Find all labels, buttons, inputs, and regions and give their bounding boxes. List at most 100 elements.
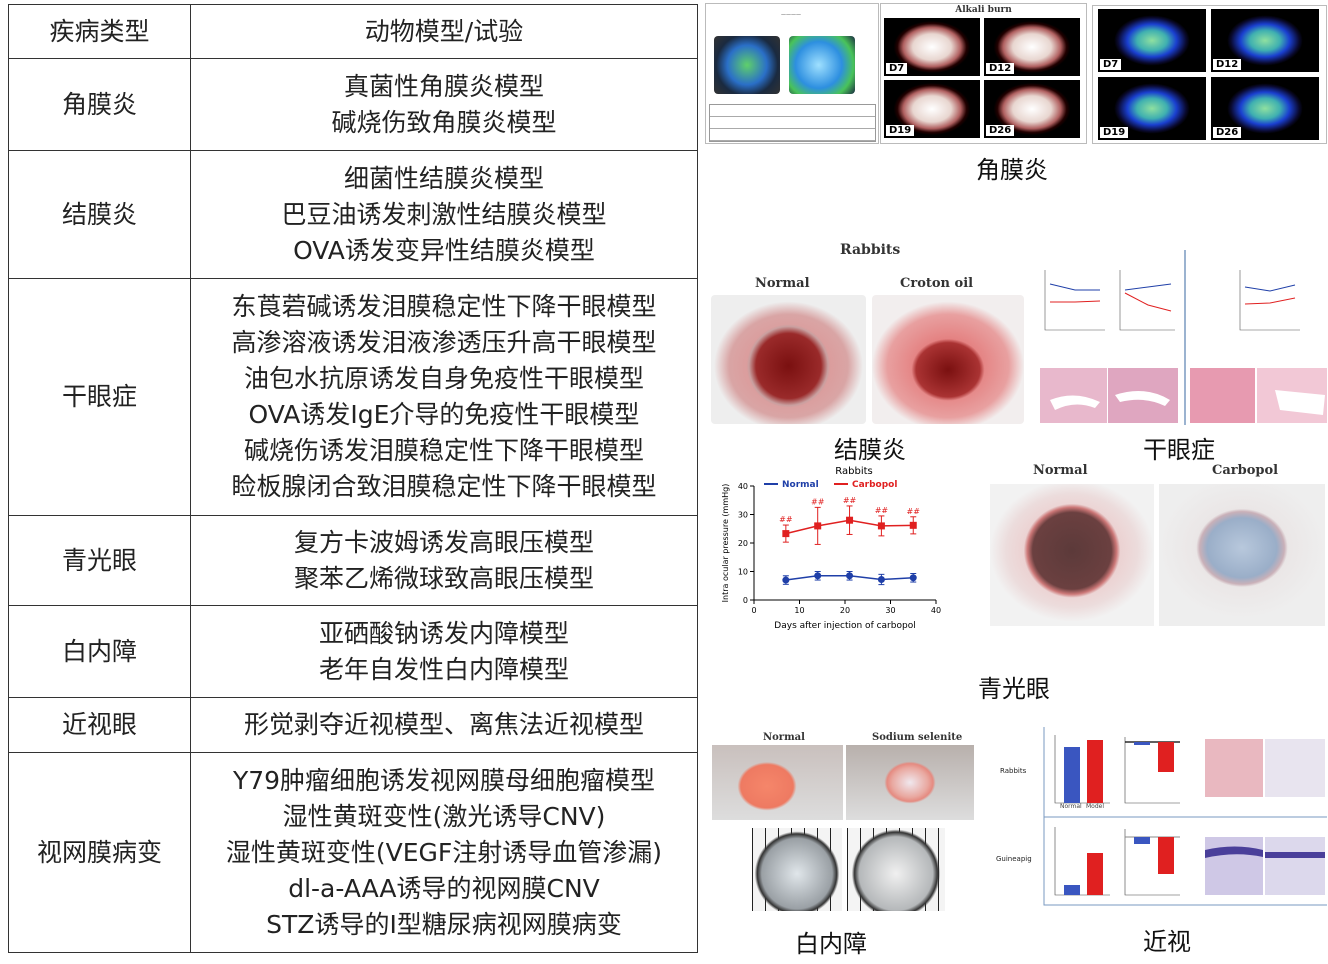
legend-label: Carbopol <box>852 480 897 490</box>
bar-guineapig-axial-normal <box>1064 885 1080 895</box>
model-item: OVA诱发IgE介导的免疫性干眼模型 <box>248 400 640 429</box>
day-label: D12 <box>986 63 1015 74</box>
keratitis-day-image: D19 <box>1098 77 1206 140</box>
bar-rabbit-axial-model <box>1087 740 1103 803</box>
normal-cataract-eye-image <box>712 745 843 820</box>
model-cell: 形觉剥夺近视模型、离焦法近视模型 <box>190 697 698 753</box>
dry-eye-caption: 干眼症 <box>1143 436 1215 464</box>
model-item: 亚硒酸钠诱发内障模型 <box>318 618 569 648</box>
bar-rabbit-axial-normal <box>1064 747 1080 803</box>
normal-glaucoma-eye-image <box>990 484 1154 626</box>
table-row: 青光眼复方卡波姆诱发高眼压模型聚苯乙烯微球致高眼压模型 <box>8 515 698 606</box>
legend-label: Normal <box>782 480 819 490</box>
y-axis-label: Intra ocular pressure (mmHg) <box>721 484 730 603</box>
bar-rabbit-refraction-model <box>1158 742 1174 772</box>
x-tick-label: 30 <box>885 606 895 615</box>
table-row: 近视眼形觉剥夺近视模型、离焦法近视模型 <box>8 697 698 753</box>
glaucoma-caption: 青光眼 <box>978 675 1050 703</box>
model-item: dl-a-AAA诱导的视网膜CNV <box>288 873 600 903</box>
model-cell: 亚硒酸钠诱发内障模型老年自发性白内障模型 <box>190 605 698 698</box>
myopia-figure: Rabbits Guineapig Normal Model <box>996 725 1327 907</box>
x-axis-label: Days after injection of carbopol <box>774 621 915 631</box>
dry-eye-figure <box>1035 250 1328 425</box>
keratitis-fluorescein-panel: ———— <box>705 3 879 144</box>
disease-cell: 角膜炎 <box>8 58 191 151</box>
table-row: 白内障亚硒酸钠诱发内障模型老年自发性白内障模型 <box>8 605 698 698</box>
data-point <box>909 574 917 582</box>
disease-cell: 青光眼 <box>8 515 191 606</box>
table-row: 干眼症东莨菪碱诱发泪膜稳定性下降干眼模型高渗溶液诱发泪液渗透压升高干眼模型油包水… <box>8 278 698 516</box>
day-label: D19 <box>886 125 915 136</box>
model-cell: Y79肿瘤细胞诱发视网膜母细胞瘤模型湿性黄斑变性(激光诱导CNV)湿性黄斑变性(… <box>190 752 698 953</box>
table-header: 动物模型/试验 <box>190 4 698 59</box>
y-tick-label: 30 <box>738 511 748 520</box>
bar-guineapig-axial-model <box>1087 853 1103 895</box>
x-tick-label: 40 <box>931 606 941 615</box>
data-point <box>909 521 917 529</box>
carbopol-eye-image <box>1159 484 1325 626</box>
disease-cell: 干眼症 <box>8 278 191 516</box>
model-item: 睑板腺闭合致泪膜稳定性下降干眼模型 <box>231 472 657 501</box>
cataract-caption: 白内障 <box>795 930 867 958</box>
model-item: 聚苯乙烯微球致高眼压模型 <box>293 563 594 593</box>
significance-label: ## <box>843 496 857 505</box>
model-cell: 复方卡波姆诱发高眼压模型聚苯乙烯微球致高眼压模型 <box>190 515 698 606</box>
keratitis-day-image: D26 <box>984 80 1080 138</box>
model-item: 碱烧伤致角膜炎模型 <box>331 107 557 137</box>
model-cell: 东莨菪碱诱发泪膜稳定性下降干眼模型高渗溶液诱发泪液渗透压升高干眼模型油包水抗原诱… <box>190 278 698 516</box>
selenite-lens-image <box>847 828 945 911</box>
data-point <box>846 572 854 580</box>
y-tick-label: 0 <box>743 596 748 605</box>
model-item: Y79肿瘤细胞诱发视网膜母细胞瘤模型 <box>232 765 656 795</box>
y-tick-label: 20 <box>738 539 748 548</box>
data-point <box>877 575 885 583</box>
x-tick-label: 10 <box>794 606 804 615</box>
data-point <box>846 516 854 524</box>
significance-label: ## <box>779 515 793 524</box>
model-item: 湿性黄斑变性(激光诱导CNV) <box>282 801 606 831</box>
model-item: 真菌性角膜炎模型 <box>343 71 544 101</box>
chart-title: Rabbits <box>835 466 872 477</box>
model-item: STZ诱导的I型糖尿病视网膜病变 <box>266 909 622 939</box>
model-item: 老年自发性白内障模型 <box>318 654 569 684</box>
keratitis-day-image: D12 <box>1211 9 1319 72</box>
day-label: D7 <box>1100 59 1122 70</box>
score-table-image <box>709 104 876 142</box>
croton-oil-eye-image <box>872 295 1024 424</box>
x-tick-label: 20 <box>840 606 850 615</box>
keratitis-day-image: D26 <box>1211 77 1319 140</box>
bar-rabbit-refraction-normal <box>1134 742 1150 745</box>
normal-lens-image <box>752 828 842 911</box>
day-label: D19 <box>1100 127 1129 138</box>
model-item: 复方卡波姆诱发高眼压模型 <box>293 527 594 557</box>
disease-model-table: 疾病类型动物模型/试验角膜炎真菌性角膜炎模型碱烧伤致角膜炎模型结膜炎细菌性结膜炎… <box>8 4 698 953</box>
day-label: D12 <box>1213 59 1242 70</box>
table-header: 疾病类型 <box>8 4 191 59</box>
data-point <box>814 572 822 580</box>
significance-label: ## <box>875 506 889 515</box>
model-cell: 真菌性角膜炎模型碱烧伤致角膜炎模型 <box>190 58 698 151</box>
significance-label: ## <box>811 497 825 506</box>
keratitis-caption: 角膜炎 <box>976 156 1048 184</box>
keratitis-day-image: D12 <box>984 18 1080 76</box>
x-tick-label: 0 <box>751 606 756 615</box>
data-point <box>877 522 885 530</box>
keratitis-day-image: D7 <box>884 18 980 76</box>
data-point <box>782 576 790 584</box>
disease-cell: 结膜炎 <box>8 150 191 279</box>
bar-guineapig-refraction-model <box>1158 837 1174 874</box>
model-item: 高渗溶液诱发泪液渗透压升高干眼模型 <box>231 328 657 357</box>
keratitis-day-image: D19 <box>884 80 980 138</box>
keratitis-day-image: D7 <box>1098 9 1206 72</box>
fluorescein-eye-image <box>789 36 855 94</box>
bar-guineapig-refraction-normal <box>1134 837 1150 844</box>
data-point <box>782 530 790 538</box>
model-item: 碱烧伤诱发泪膜稳定性下降干眼模型 <box>243 436 644 465</box>
model-item: 东莨菪碱诱发泪膜稳定性下降干眼模型 <box>231 292 657 321</box>
table-row: 角膜炎真菌性角膜炎模型碱烧伤致角膜炎模型 <box>8 58 698 151</box>
y-tick-label: 40 <box>738 482 748 491</box>
